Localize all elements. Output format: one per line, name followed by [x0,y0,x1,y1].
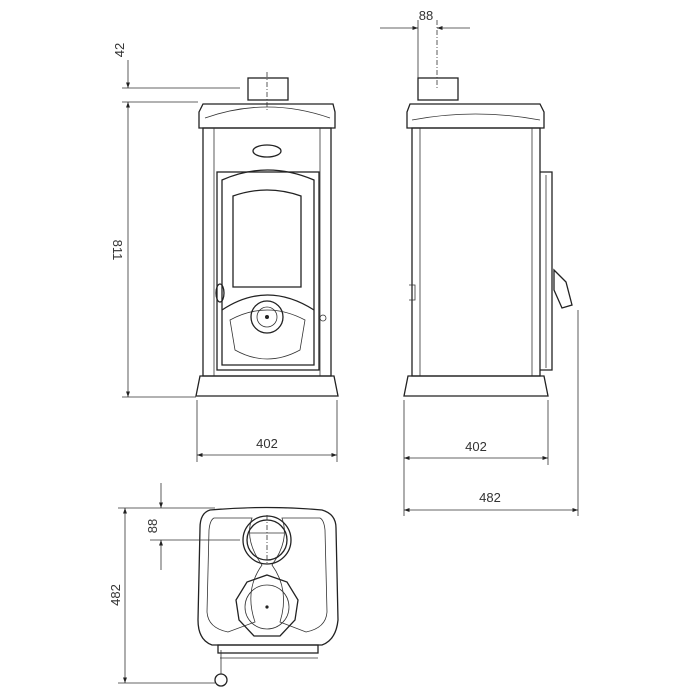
base [403,375,549,397]
door-profile [540,171,553,371]
door-handle [215,283,225,303]
cooking-plate [235,574,299,637]
side-dimensions: 88 402 482 [380,8,579,516]
top-view [197,506,339,687]
flue-pipe [417,77,459,101]
top-total-depth-label: 482 [108,584,123,606]
width-label: 402 [256,436,278,451]
side-view [403,77,573,397]
door-glass [232,189,302,288]
flue-height-label: 42 [112,43,127,57]
top-cap [198,103,336,129]
top-flue-offset-label: 88 [145,519,160,533]
door-handle [553,268,573,309]
top-dimensions: 88 482 [108,483,240,684]
base [195,375,339,397]
door-handle [214,673,228,687]
body-depth-label: 402 [465,439,487,454]
front-dimensions: 42 811 402 [110,43,338,462]
flue-offset-label: 88 [419,8,433,23]
top-cap [406,103,545,129]
door [216,171,320,371]
top-outline [197,506,339,646]
front-view [195,72,339,397]
flue-pipe [247,77,289,101]
total-depth-label: 482 [479,490,501,505]
air-vent-dial [250,300,284,334]
height-label: 811 [110,240,125,261]
logo-badge [252,144,282,158]
